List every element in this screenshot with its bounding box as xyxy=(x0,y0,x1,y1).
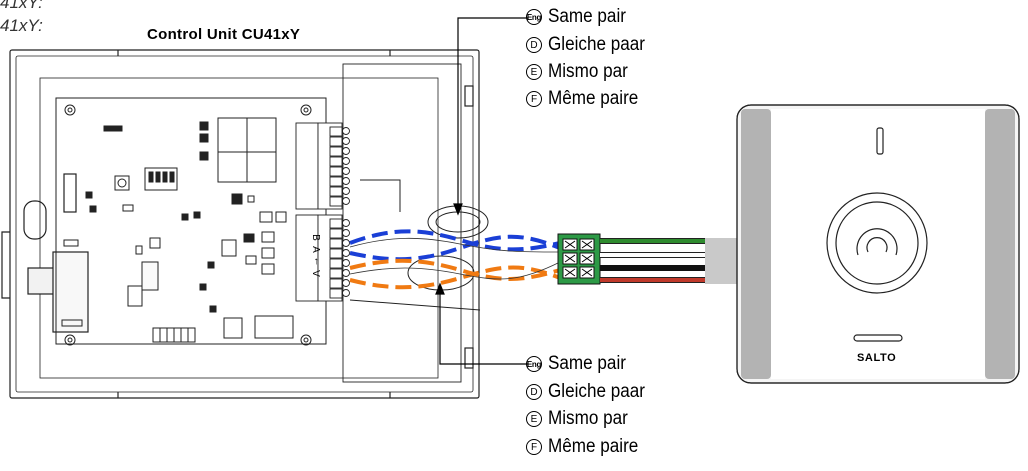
reader-brand: SALTO xyxy=(857,352,897,364)
language-badge: Eng xyxy=(526,356,542,372)
salto-reader xyxy=(736,104,1020,384)
terminal-block-lower xyxy=(295,214,350,302)
callout-bottom-item-f: F Même paire xyxy=(526,436,648,458)
callout-label: Same pair xyxy=(548,6,626,27)
language-badge: F xyxy=(526,439,542,455)
language-badge: D xyxy=(526,384,542,400)
callout-top-item-e: E Mismo par xyxy=(526,61,637,83)
reader-wires xyxy=(600,238,705,283)
callout-label: Gleiche paar xyxy=(548,381,645,402)
pair-white-cores xyxy=(349,237,561,280)
language-badge: D xyxy=(526,37,542,53)
callout-label: Mismo par xyxy=(548,408,628,429)
control-unit-title: Control Unit CU41xY xyxy=(147,26,301,43)
callout-label: Même paire xyxy=(548,436,639,457)
language-badge: F xyxy=(526,91,542,107)
callout-bottom-item-e: E Mismo par xyxy=(526,408,637,430)
callout-label: Same pair xyxy=(548,353,626,374)
circuit-board xyxy=(55,97,327,346)
control-unit-enclosure xyxy=(1,49,480,399)
callout-label: Gleiche paar xyxy=(548,34,645,55)
header-fragment-1: 41xY: xyxy=(0,0,43,12)
callout-top-item-eng: Eng Same pair xyxy=(526,6,635,28)
terminal-block-upper xyxy=(295,122,350,210)
callout-top-item-f: F Même paire xyxy=(526,88,648,110)
header-fragment-2: 41xY: xyxy=(0,16,43,35)
callout-label: Même paire xyxy=(548,88,639,109)
twisted-pair-orange xyxy=(349,258,561,290)
language-badge: E xyxy=(526,411,542,427)
twisted-pair-blue xyxy=(349,229,561,262)
callout-top-item-d: D Gleiche paar xyxy=(526,34,656,56)
callout-label: Mismo par xyxy=(548,61,628,82)
callout-bottom-item-eng: Eng Same pair xyxy=(526,353,635,375)
reader-connector xyxy=(557,233,601,285)
language-badge: Eng xyxy=(526,9,542,25)
language-badge: E xyxy=(526,64,542,80)
callout-bottom-item-d: D Gleiche paar xyxy=(526,381,656,403)
